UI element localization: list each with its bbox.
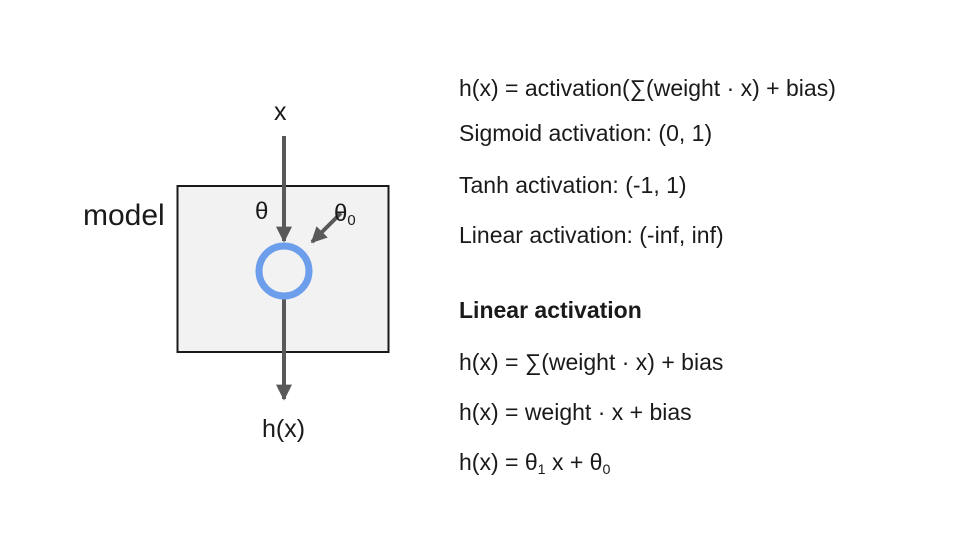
tanh-range-text: Tanh activation: (-1, 1) bbox=[459, 172, 687, 198]
theta0-bias-label: θ0 bbox=[334, 200, 356, 229]
linear-theta-formula: h(x) = θ1 x + θ0 bbox=[459, 449, 610, 477]
theta-weight-label: θ bbox=[255, 198, 269, 225]
sigmoid-range-text: Sigmoid activation: (0, 1) bbox=[459, 120, 713, 146]
linear-sum-formula: h(x) = ∑(weight · x) + bias bbox=[459, 349, 724, 375]
input-x-label: x bbox=[274, 98, 287, 126]
general-activation-formula: h(x) = activation(∑(weight · x) + bias) bbox=[459, 75, 836, 101]
linear-range-text: Linear activation: (-inf, inf) bbox=[459, 222, 724, 248]
theta0-formula-subscript: 0 bbox=[602, 461, 611, 478]
output-hx-label: h(x) bbox=[262, 415, 306, 443]
linear-weight-formula: h(x) = weight · x + bias bbox=[459, 399, 692, 425]
neuron-circle bbox=[255, 242, 313, 300]
bias-arrow bbox=[310, 211, 343, 244]
theta1-subscript: 1 bbox=[537, 461, 546, 478]
theta-formula-part-a: h(x) = θ bbox=[459, 449, 538, 475]
theta0-subscript: 0 bbox=[347, 213, 356, 230]
theta0-base: θ bbox=[334, 200, 348, 227]
theta-formula-part-b: x + θ bbox=[545, 449, 603, 475]
linear-activation-heading: Linear activation bbox=[459, 297, 642, 323]
model-label: model bbox=[83, 199, 165, 232]
